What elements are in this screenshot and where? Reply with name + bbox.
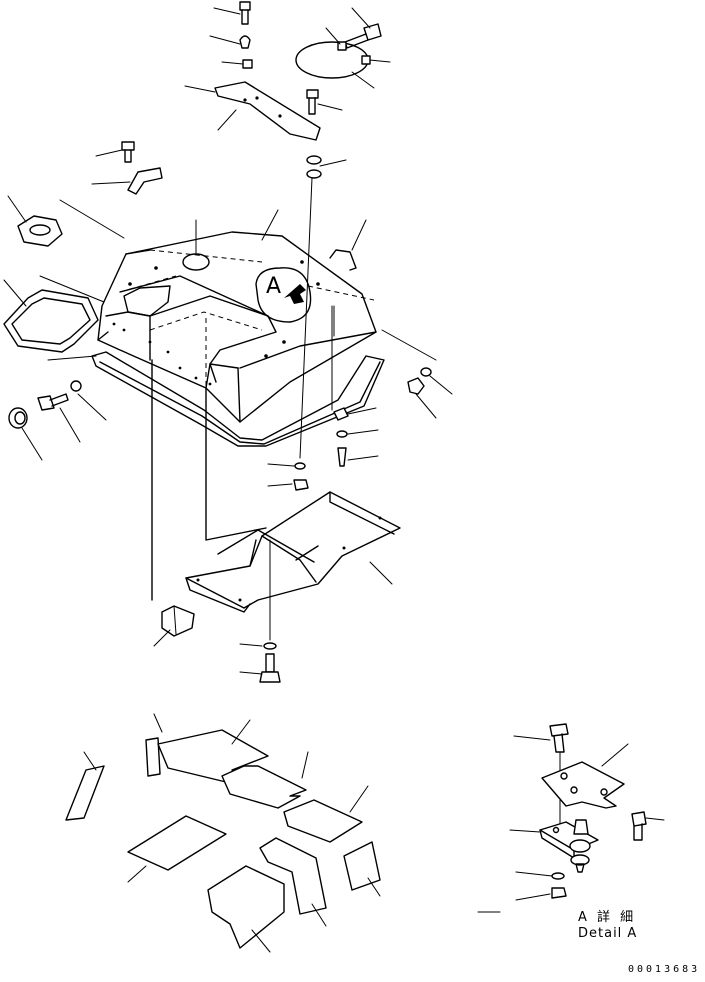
- screw-part: [121, 141, 135, 163]
- insulation-pads: [65, 713, 381, 953]
- hex-nut-part: [17, 215, 63, 247]
- bolt-part: [37, 393, 69, 411]
- right-side-parts: [267, 155, 453, 491]
- callout-a-marker: [255, 267, 312, 323]
- detail-a-title-jp: A 詳 細: [578, 910, 637, 925]
- support-frame: [151, 359, 401, 683]
- detail-a-title-en: Detail A: [578, 926, 638, 941]
- drawing-number: 00013683: [628, 964, 701, 975]
- bolt-part: [259, 653, 281, 683]
- detail-a-assembly: [477, 723, 665, 913]
- callout-a-label: A: [266, 274, 282, 299]
- top-bracket-assembly: [184, 1, 391, 141]
- bolt-part: [631, 811, 647, 841]
- bolt-part: [306, 89, 319, 115]
- grommet-part: [8, 407, 28, 429]
- bolt-part: [549, 723, 569, 753]
- bolt-part: [239, 1, 251, 25]
- seal-frame-part: [3, 289, 99, 353]
- left-side-parts: [3, 141, 163, 461]
- cover-body: [39, 199, 385, 447]
